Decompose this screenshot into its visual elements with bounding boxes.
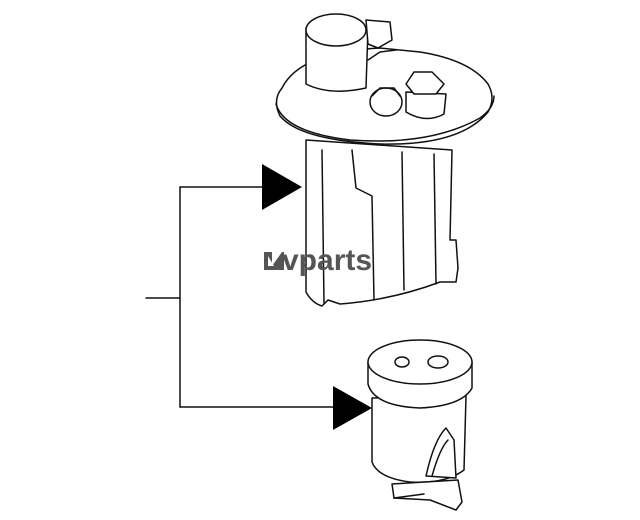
fuel-pump-module bbox=[275, 13, 495, 307]
logo-icon: vparts bbox=[264, 244, 372, 277]
fuel-filter bbox=[367, 339, 473, 511]
leader-lines bbox=[145, 186, 335, 408]
watermark-logo: vparts bbox=[262, 238, 392, 278]
arrow-to-fuel-pump-module bbox=[262, 164, 302, 210]
watermark-text: vparts bbox=[282, 244, 372, 277]
arrow-to-fuel-filter bbox=[333, 386, 372, 430]
